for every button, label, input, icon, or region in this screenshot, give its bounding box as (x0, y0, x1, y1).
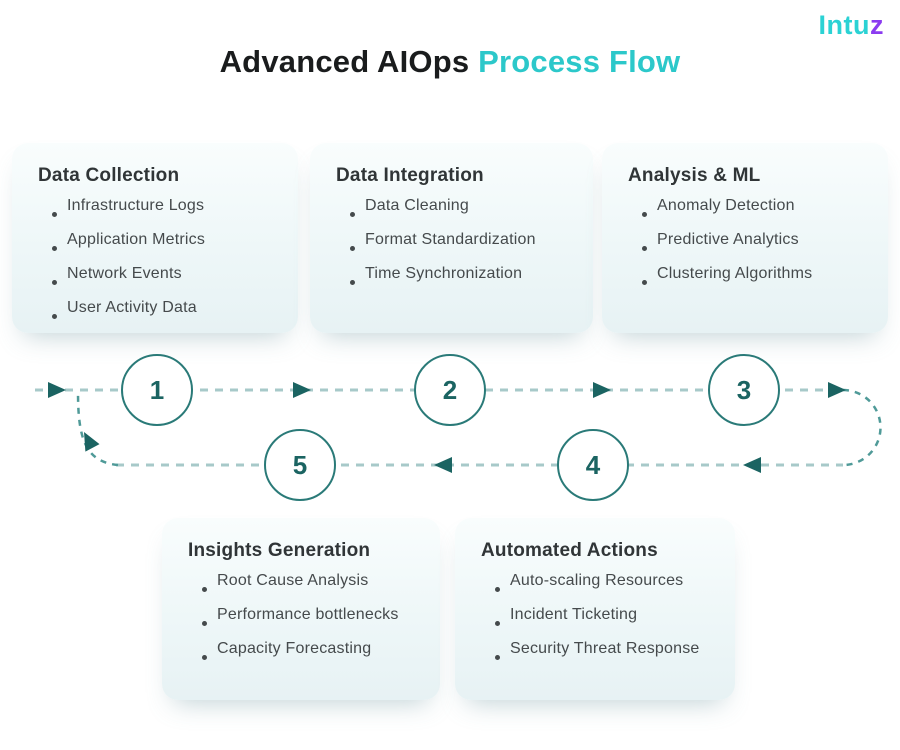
flow-curve-right (842, 388, 882, 467)
card-insights-generation: Insights Generation Root Cause Analysis … (162, 518, 440, 700)
bullet-icon (52, 245, 57, 251)
bullet-icon (642, 211, 647, 217)
bullet-icon (350, 245, 355, 251)
list-item-label: Capacity Forecasting (217, 640, 372, 657)
arrow-right-icon (293, 382, 311, 398)
logo-text-accent: z (870, 10, 884, 40)
list-item: Application Metrics (38, 231, 278, 265)
arrow-up-left-icon (84, 432, 100, 452)
step-number-3: 3 (737, 375, 751, 405)
list-item-label: Clustering Algorithms (657, 265, 813, 282)
bullet-icon (495, 620, 500, 626)
arrow-right-icon (48, 382, 66, 398)
list-item: Clustering Algorithms (628, 265, 868, 299)
process-flow-path: 1 2 3 4 5 (35, 354, 882, 501)
list-item: Time Synchronization (336, 265, 573, 299)
list-item: Auto-scaling Resources (481, 572, 715, 606)
card-title: Data Collection (38, 165, 180, 186)
list-item: Format Standardization (336, 231, 573, 265)
list-item: Data Cleaning (336, 197, 573, 231)
card-analysis-ml: Analysis & ML Anomaly Detection Predicti… (602, 143, 888, 333)
card-title: Insights Generation (188, 540, 371, 561)
list-item: User Activity Data (38, 299, 278, 333)
title-prefix: Advanced AIOps (219, 44, 479, 79)
bullet-icon (495, 654, 500, 660)
card-title: Analysis & ML (628, 165, 761, 186)
card-item-list: Infrastructure Logs Application Metrics … (38, 197, 278, 333)
list-item-label: Root Cause Analysis (217, 572, 369, 589)
list-item: Incident Ticketing (481, 606, 715, 640)
bullet-icon (350, 211, 355, 217)
bullet-icon (350, 279, 355, 285)
logo-text-main: Intu (818, 10, 870, 40)
list-item-label: Infrastructure Logs (67, 197, 205, 214)
list-item-label: Auto-scaling Resources (510, 572, 684, 589)
step-number-2: 2 (443, 375, 457, 405)
bullet-icon (202, 620, 207, 626)
list-item-label: Anomaly Detection (657, 197, 795, 214)
list-item: Security Threat Response (481, 640, 715, 674)
list-item: Network Events (38, 265, 278, 299)
arrow-right-icon (593, 382, 611, 398)
bullet-icon (202, 654, 207, 660)
list-item: Capacity Forecasting (188, 640, 420, 674)
list-item-label: Performance bottlenecks (217, 606, 399, 623)
list-item-label: Predictive Analytics (657, 231, 799, 248)
intuz-logo: Intuz (819, 10, 884, 41)
list-item-label: Data Cleaning (365, 197, 469, 214)
list-item-label: User Activity Data (67, 299, 197, 316)
bullet-icon (52, 211, 57, 217)
step-node-2 (414, 354, 486, 426)
list-item: Infrastructure Logs (38, 197, 278, 231)
card-item-list: Root Cause Analysis Performance bottlene… (188, 572, 420, 674)
list-item: Performance bottlenecks (188, 606, 420, 640)
list-item-label: Format Standardization (365, 231, 536, 248)
bullet-icon (52, 279, 57, 285)
list-item-label: Network Events (67, 265, 182, 282)
bullet-icon (495, 586, 500, 592)
step-number-5: 5 (293, 450, 307, 480)
card-item-list: Data Cleaning Format Standardization Tim… (336, 197, 573, 299)
bullet-icon (642, 245, 647, 251)
list-item-label: Incident Ticketing (510, 606, 638, 623)
arrow-left-icon (434, 457, 452, 473)
bullet-icon (202, 586, 207, 592)
list-item: Predictive Analytics (628, 231, 868, 265)
card-item-list: Auto-scaling Resources Incident Ticketin… (481, 572, 715, 674)
list-item: Anomaly Detection (628, 197, 868, 231)
card-title: Data Integration (336, 165, 484, 186)
step-node-5 (264, 429, 336, 501)
step-node-3 (708, 354, 780, 426)
card-title: Automated Actions (481, 540, 658, 561)
step-number-4: 4 (586, 450, 601, 480)
bullet-icon (52, 313, 57, 319)
list-item-label: Security Threat Response (510, 640, 700, 657)
list-item: Root Cause Analysis (188, 572, 420, 606)
card-data-collection: Data Collection Infrastructure Logs Appl… (12, 143, 298, 333)
arrow-left-icon (743, 457, 761, 473)
step-node-1 (121, 354, 193, 426)
card-item-list: Anomaly Detection Predictive Analytics C… (628, 197, 868, 299)
card-data-integration: Data Integration Data Cleaning Format St… (310, 143, 593, 333)
card-automated-actions: Automated Actions Auto-scaling Resources… (455, 518, 735, 700)
arrow-right-icon (828, 382, 846, 398)
page-title: Advanced AIOps Process Flow (0, 44, 900, 80)
flow-curve-left-feedback (76, 391, 119, 467)
step-node-4 (557, 429, 629, 501)
list-item-label: Application Metrics (67, 231, 206, 248)
step-number-1: 1 (150, 375, 164, 405)
title-accent: Process Flow (478, 44, 681, 79)
list-item-label: Time Synchronization (365, 265, 523, 282)
bullet-icon (642, 279, 647, 285)
